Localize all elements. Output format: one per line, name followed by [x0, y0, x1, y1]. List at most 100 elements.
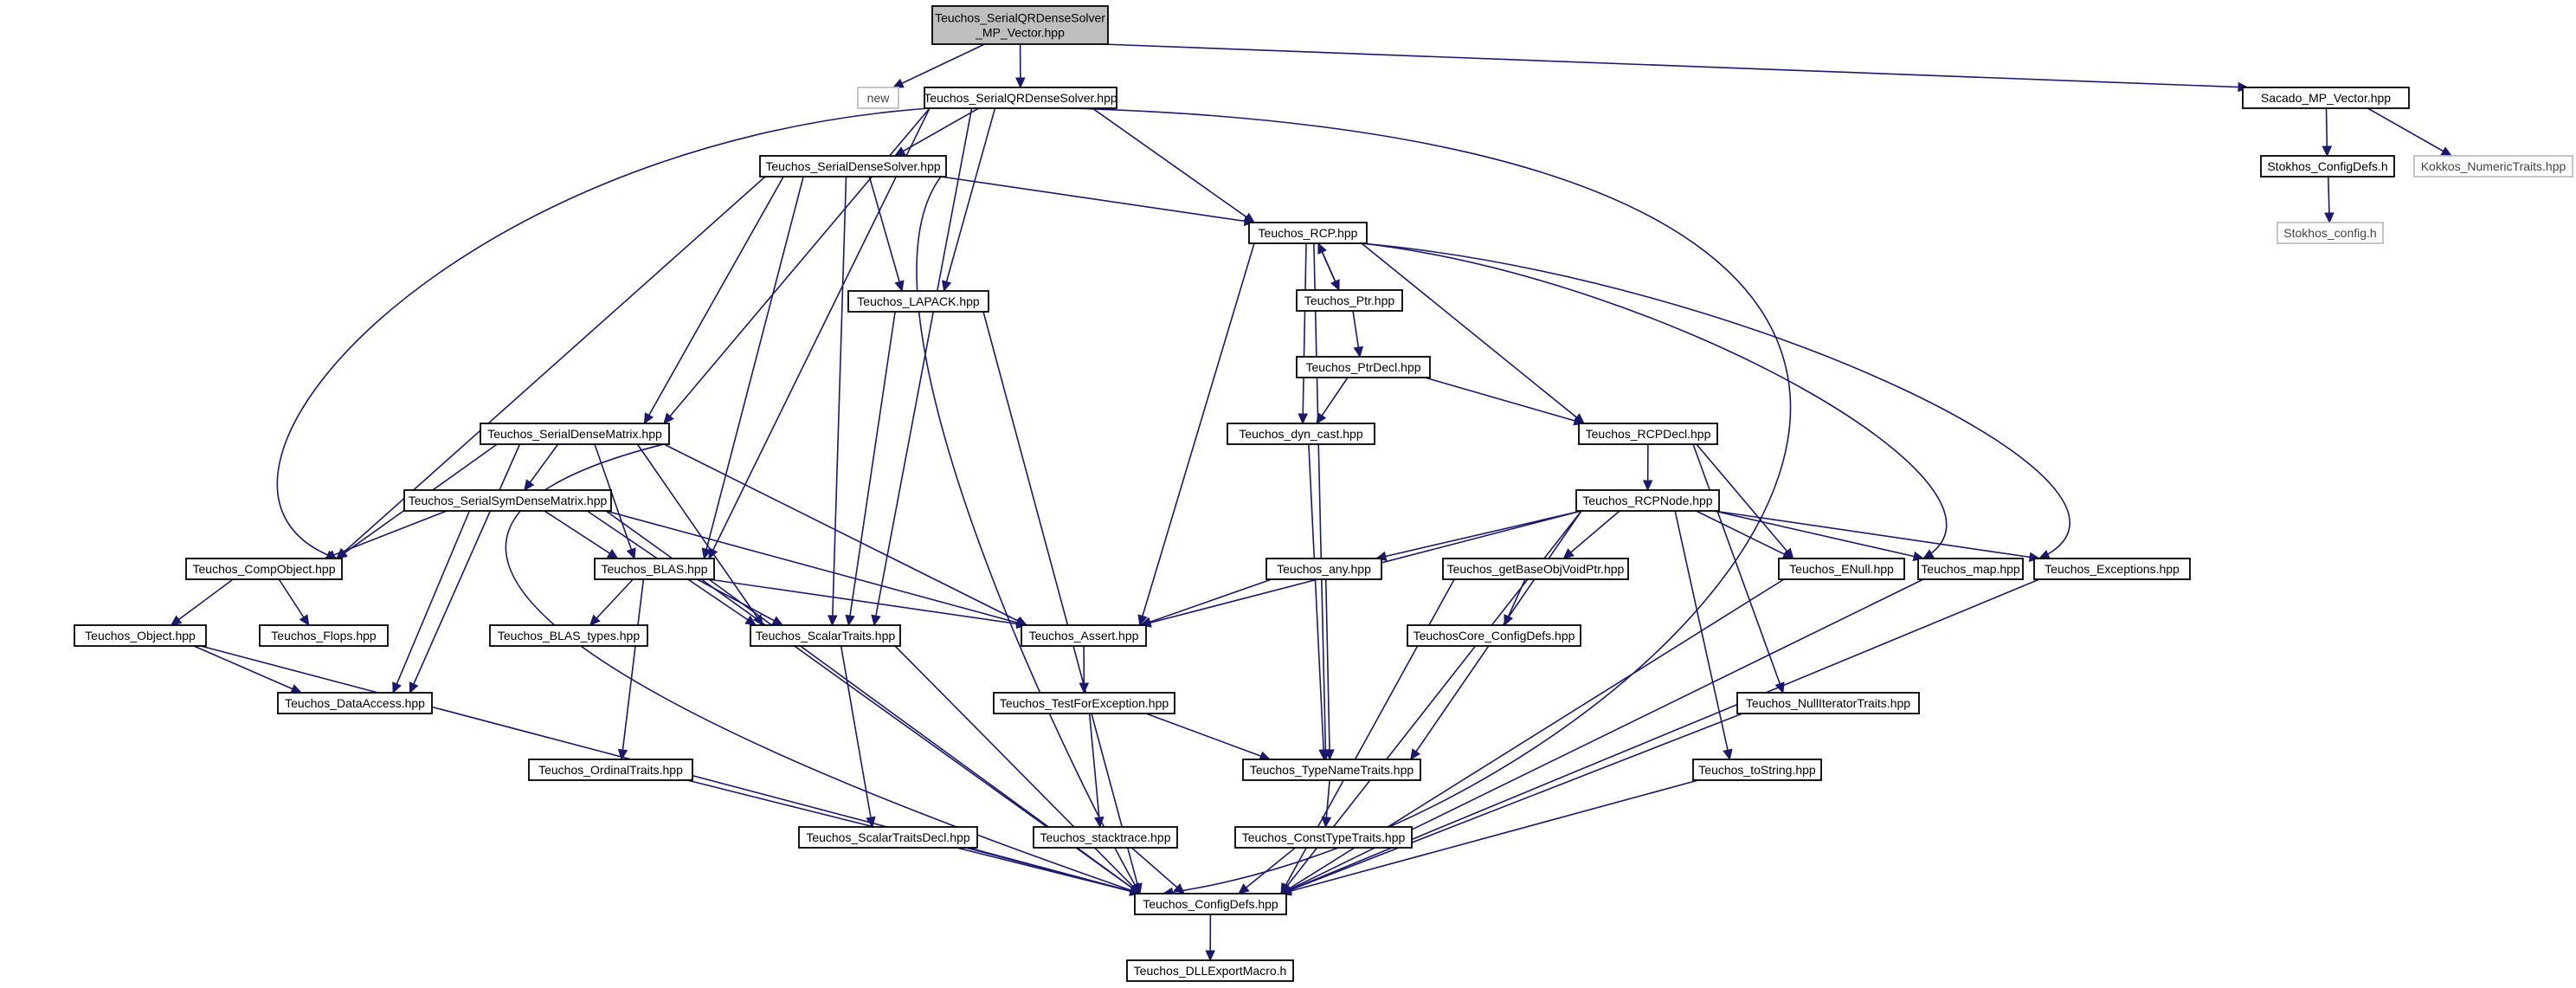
edge-sds-to-lapack — [868, 176, 903, 292]
node-object[interactable]: Teuchos_Object.hpp — [74, 624, 207, 647]
arrowhead-blas-to-blastypes — [589, 614, 601, 626]
node-root[interactable]: Teuchos_SerialQRDenseSolver_MP_Vector.hp… — [931, 5, 1109, 45]
arrowhead-ssdm-to-dataacc — [392, 681, 402, 694]
node-stack[interactable]: Teuchos_stacktrace.hpp — [1033, 826, 1178, 849]
arrowhead-ptr-to-rcp — [1317, 242, 1327, 255]
node-kokkos[interactable]: Kokkos_NumericTraits.hpp — [2413, 155, 2573, 178]
node-tfe-box — [993, 692, 1175, 714]
node-dll[interactable]: Teuchos_DLLExportMacro.h — [1126, 959, 1294, 982]
node-new[interactable]: new — [857, 87, 899, 109]
node-ssdm[interactable]: Teuchos_SerialSymDenseMatrix.hpp — [403, 489, 612, 512]
node-any-box — [1265, 558, 1382, 580]
edge-lapack-to-cfgdefs — [982, 311, 1141, 894]
edge-ssdm-to-compobj — [325, 510, 448, 559]
node-cfgdefs[interactable]: Teuchos_ConfigDefs.hpp — [1134, 893, 1287, 915]
edge-consttt-to-cfgdefs — [1238, 847, 1296, 894]
edge-sdm-to-assert — [663, 443, 1027, 626]
node-sqr-box — [924, 87, 1117, 109]
node-blastypes[interactable]: Teuchos_BLAS_types.hpp — [489, 624, 648, 647]
node-scdecl[interactable]: Teuchos_ScalarTraitsDecl.hpp — [798, 826, 978, 849]
node-tostring[interactable]: Teuchos_toString.hpp — [1692, 759, 1822, 781]
node-sqr[interactable]: Teuchos_SerialQRDenseSolver.hpp — [924, 87, 1117, 109]
node-any-label: Teuchos_any.hpp — [1277, 562, 1371, 576]
arrowhead-root-to-new — [892, 78, 905, 88]
arrowhead-getbase-to-corecfg — [1504, 614, 1514, 627]
node-map[interactable]: Teuchos_map.hpp — [1917, 558, 2024, 580]
node-blas[interactable]: Teuchos_BLAS.hpp — [594, 558, 715, 580]
node-exc[interactable]: Teuchos_Exceptions.hpp — [2033, 558, 2191, 580]
node-any[interactable]: Teuchos_any.hpp — [1265, 558, 1382, 580]
arrowhead-stokhos_cd-to-stokhos_cfg — [2324, 212, 2334, 224]
node-lapack[interactable]: Teuchos_LAPACK.hpp — [847, 290, 989, 313]
node-consttt[interactable]: Teuchos_ConstTypeTraits.hpp — [1234, 826, 1413, 849]
node-getbase[interactable]: Teuchos_getBaseObjVoidPtr.hpp — [1442, 558, 1629, 580]
node-scalar-box — [750, 624, 901, 647]
node-flops[interactable]: Teuchos_Flops.hpp — [259, 624, 389, 647]
node-rcpdecl[interactable]: Teuchos_RCPDecl.hpp — [1578, 423, 1718, 445]
edge-scalar-to-scdecl — [840, 645, 873, 828]
node-rcpnode[interactable]: Teuchos_RCPNode.hpp — [1575, 489, 1720, 512]
node-nullit[interactable]: Teuchos_NullIteratorTraits.hpp — [1736, 692, 1920, 714]
node-sds-box — [759, 155, 947, 178]
edge-nullit-to-cfgdefs — [1280, 713, 1743, 894]
arrowhead-rcp-to-map — [1922, 549, 1935, 559]
edge-sqr-to-blas — [708, 107, 931, 559]
node-new-label: new — [867, 91, 891, 105]
node-dyn[interactable]: Teuchos_dyn_cast.hpp — [1227, 423, 1375, 445]
arrowhead-sdm-to-dataacc — [409, 681, 419, 694]
node-map-box — [1917, 558, 2024, 580]
node-corecfg[interactable]: TeuchosCore_ConfigDefs.hpp — [1407, 624, 1581, 647]
node-blas-box — [594, 558, 715, 580]
edge-rcpnode-to-exc — [1713, 510, 2040, 559]
edge-dyn-to-typename — [1308, 443, 1325, 760]
node-sdm-box — [480, 423, 670, 445]
node-rcp[interactable]: Teuchos_RCP.hpp — [1248, 222, 1368, 244]
node-assert[interactable]: Teuchos_Assert.hpp — [1021, 624, 1147, 647]
node-ordinal[interactable]: Teuchos_OrdinalTraits.hpp — [528, 759, 693, 781]
node-lapack-label: Teuchos_LAPACK.hpp — [857, 294, 980, 308]
arrowhead-rcp-to-assert — [1137, 614, 1148, 627]
node-dataacc-label: Teuchos_DataAccess.hpp — [285, 696, 425, 710]
node-stokhos_cd[interactable]: Stokhos_ConfigDefs.h — [2260, 155, 2395, 178]
node-stokhos_cfg[interactable]: Stokhos_config.h — [2277, 222, 2384, 244]
node-blastypes-box — [489, 624, 648, 647]
edge-object-to-dataacc — [193, 645, 302, 694]
node-sacado[interactable]: Sacado_MP_Vector.hpp — [2242, 87, 2410, 109]
edge-rcp-to-dyn — [1302, 242, 1307, 424]
node-compobj-label: Teuchos_CompObject.hpp — [193, 562, 336, 576]
node-compobj[interactable]: Teuchos_CompObject.hpp — [185, 558, 343, 580]
node-enull-label: Teuchos_ENull.hpp — [1789, 562, 1894, 576]
node-enull[interactable]: Teuchos_ENull.hpp — [1778, 558, 1905, 580]
node-tostring-label: Teuchos_toString.hpp — [1698, 763, 1816, 777]
node-object-box — [74, 624, 207, 647]
edge-ssdm-to-blas — [544, 510, 619, 559]
node-rcp-box — [1248, 222, 1368, 244]
node-sds-label: Teuchos_SerialDenseSolver.hpp — [765, 159, 941, 173]
node-sds[interactable]: Teuchos_SerialDenseSolver.hpp — [759, 155, 947, 178]
node-sdm[interactable]: Teuchos_SerialDenseMatrix.hpp — [480, 423, 670, 445]
node-tfe[interactable]: Teuchos_TestForException.hpp — [993, 692, 1175, 714]
node-ptr[interactable]: Teuchos_Ptr.hpp — [1296, 289, 1403, 312]
edge-root-to-new — [892, 43, 985, 88]
edge-scdecl-to-cfgdefs — [968, 847, 1141, 894]
node-scalar[interactable]: Teuchos_ScalarTraits.hpp — [750, 624, 901, 647]
node-rcpnode-label: Teuchos_RCPNode.hpp — [1582, 494, 1712, 507]
node-ssdm-box — [403, 489, 612, 512]
arrowhead-typename-to-consttt — [1321, 817, 1332, 829]
arrowhead-lapack-to-scalar — [845, 614, 855, 627]
arrowhead-sdm-to-ssdm — [524, 479, 535, 491]
node-tostring-box — [1692, 759, 1822, 781]
node-dataacc[interactable]: Teuchos_DataAccess.hpp — [277, 692, 433, 714]
arrowhead-ptrdecl-to-dyn — [1316, 412, 1327, 424]
node-ptrdecl[interactable]: Teuchos_PtrDecl.hpp — [1296, 356, 1431, 378]
edge-sqr-to-cfgdefs — [1067, 107, 1792, 894]
node-typename[interactable]: Teuchos_TypeNameTraits.hpp — [1242, 759, 1421, 781]
edge-blas-to-blastypes — [589, 578, 634, 626]
edge-sdm-to-scalar — [636, 443, 763, 626]
node-scdecl-label: Teuchos_ScalarTraitsDecl.hpp — [806, 830, 970, 844]
arrowhead-sqr-to-scalar — [871, 614, 881, 627]
node-blastypes-label: Teuchos_BLAS_types.hpp — [498, 629, 640, 643]
node-stokhos_cfg-label: Stokhos_config.h — [2283, 226, 2376, 240]
node-consttt-label: Teuchos_ConstTypeTraits.hpp — [1242, 830, 1406, 844]
edge-tostring-to-cfgdefs — [1280, 779, 1699, 894]
